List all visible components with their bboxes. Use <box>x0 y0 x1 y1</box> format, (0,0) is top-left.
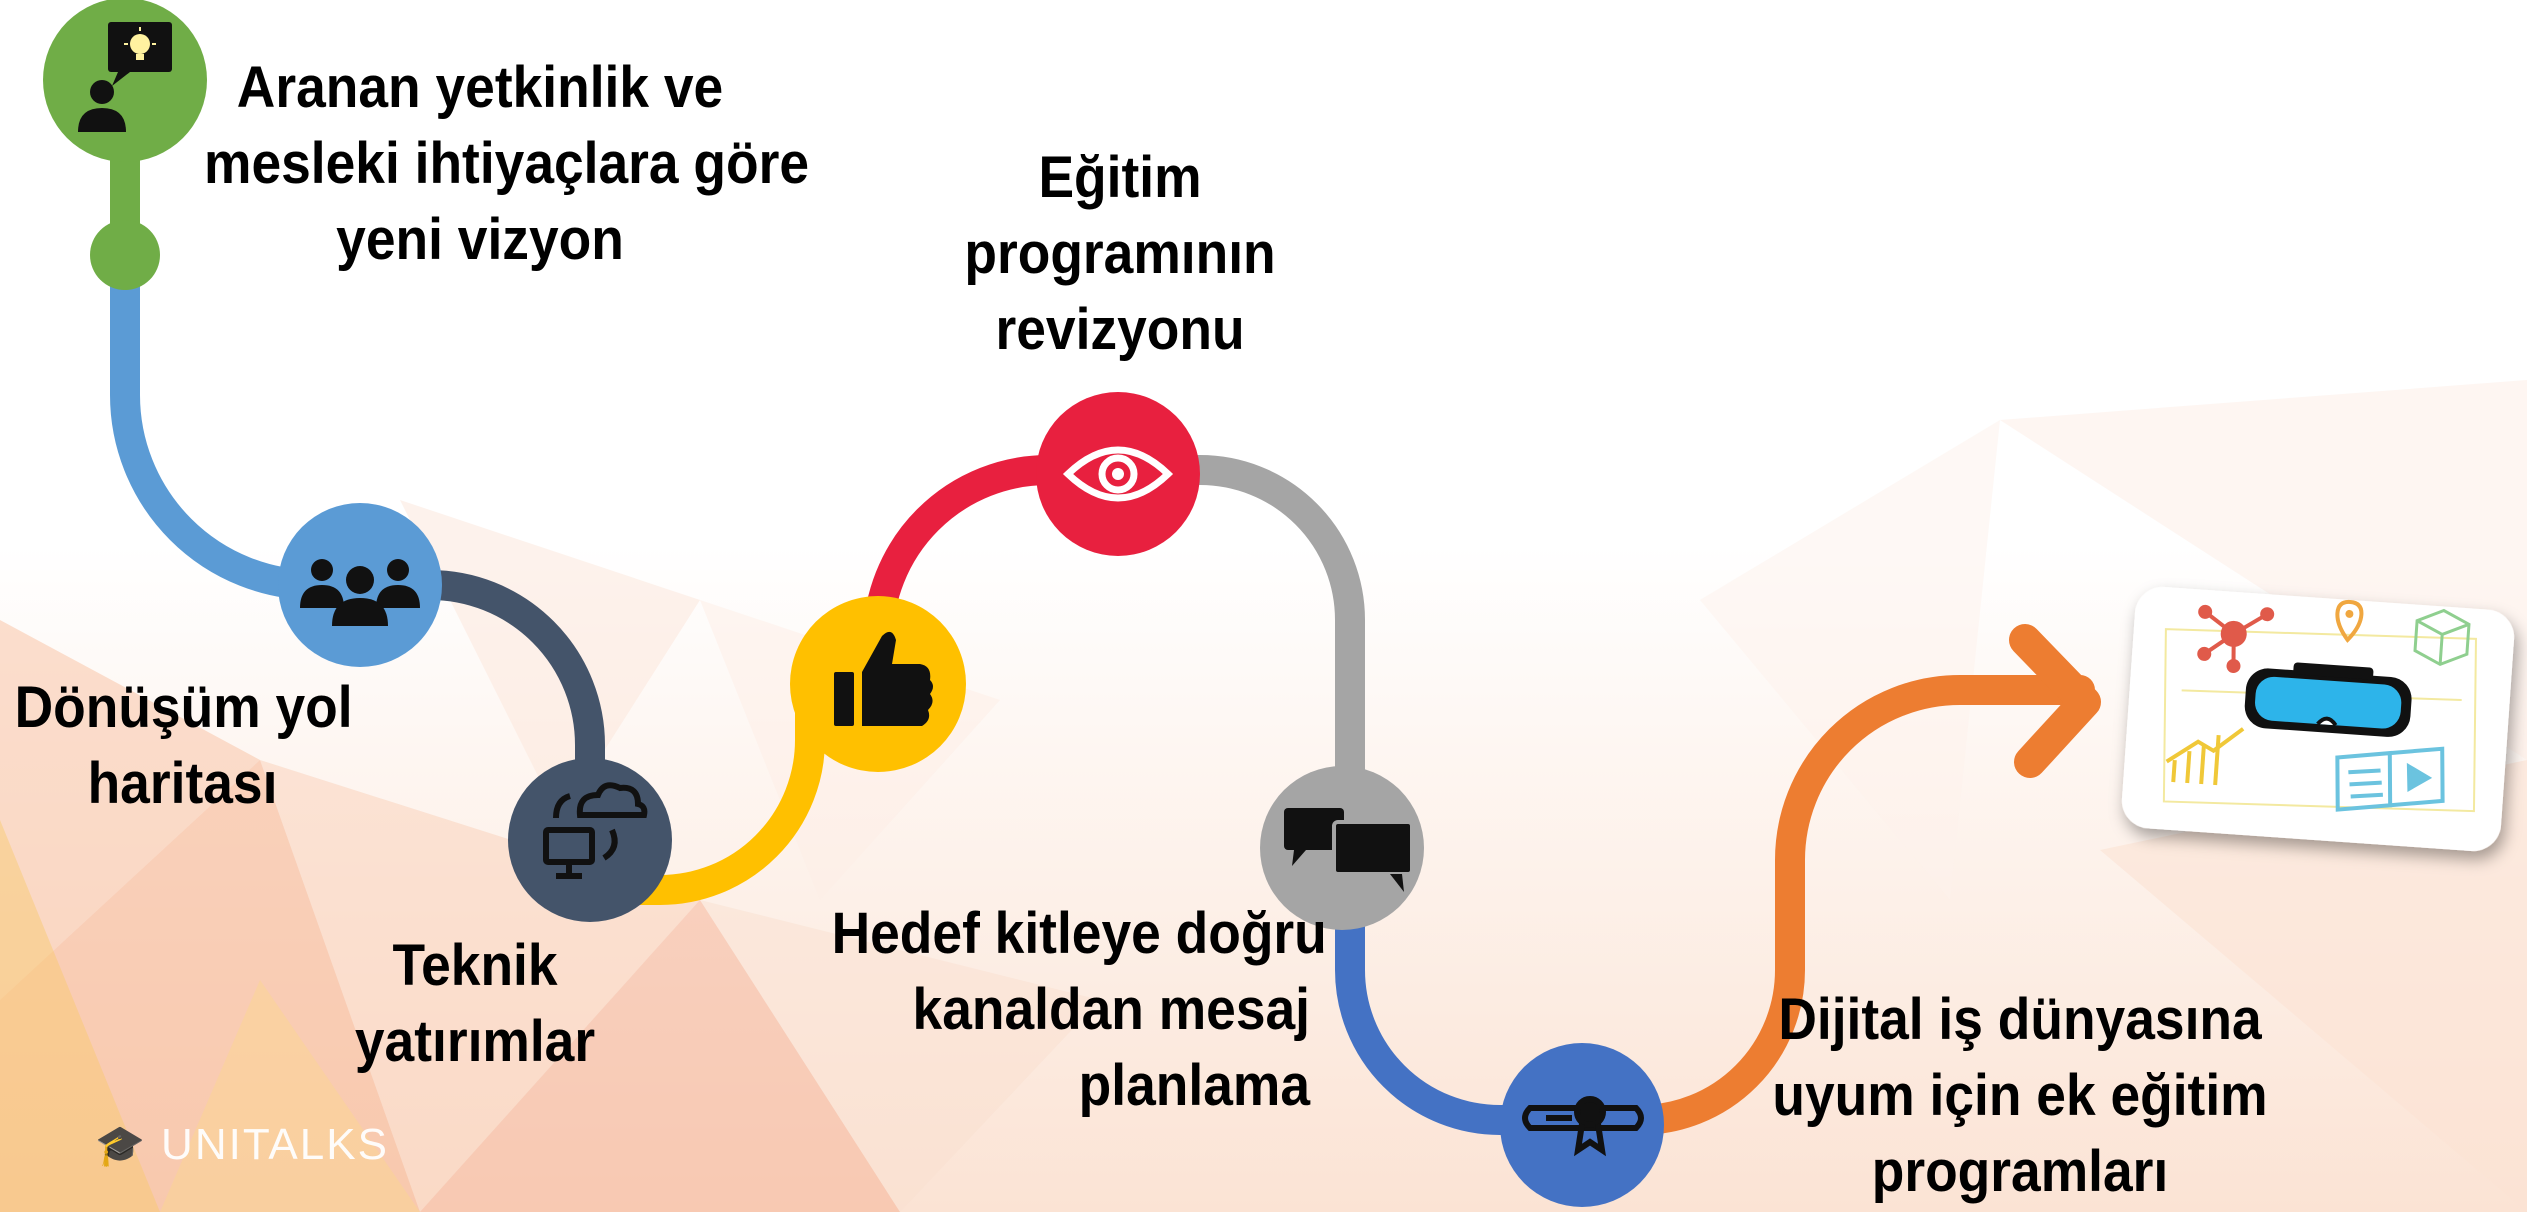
label-line: yatırımlar <box>354 1009 596 1074</box>
road-segment-orange <box>1567 675 2095 1135</box>
road-arrow-head <box>2009 624 2101 778</box>
label-line: Dijital iş dünyasına <box>1778 987 2262 1052</box>
step-extra-training <box>1500 1043 1664 1207</box>
label-line: planlama <box>1078 1053 1310 1118</box>
label-line: programının <box>964 221 1276 286</box>
logo-text: UNITALKS <box>161 1120 389 1169</box>
label-line: Hedef kitleye doğru <box>831 901 1327 966</box>
road-segment-gray <box>1103 455 1365 865</box>
step-approval <box>790 596 966 772</box>
label-line: revizyonu <box>995 297 1245 362</box>
diploma-certificate-icon <box>1522 1096 1644 1157</box>
goal-card <box>2121 586 2515 852</box>
step-message-planning <box>1260 766 1424 930</box>
thumbs-up-icon <box>834 631 933 726</box>
group-users-icon <box>300 559 420 626</box>
step-revision <box>1036 392 1200 556</box>
label-message-planning: Hedef kitleye doğru kanaldan mesaj planl… <box>831 896 1327 1124</box>
eye-icon <box>1062 446 1174 502</box>
step-roadmap <box>278 503 442 667</box>
cloud-computer-sync-icon <box>543 782 648 879</box>
label-vision: Aranan yetkinlik ve mesleki ihtiyaçlara … <box>204 50 810 278</box>
vr-headset-illustration-icon <box>2162 599 2477 813</box>
label-roadmap: Dönüşüm yol haritası <box>14 670 353 822</box>
step-vision <box>43 0 207 290</box>
graduation-cap-icon: 🎓 <box>95 1124 147 1168</box>
road-segment-royal-blue <box>1335 835 1597 1135</box>
label-line: mesleki ihtiyaçlara göre <box>204 131 810 196</box>
person-idea-icon <box>78 22 172 132</box>
label-line: haritası <box>87 751 278 816</box>
label-line: Eğitim <box>1038 145 1202 210</box>
road-segment-slate <box>345 570 605 855</box>
chat-bubbles-icon <box>1284 808 1414 892</box>
label-line: yeni vizyon <box>336 207 624 272</box>
label-technical-investments: Teknik yatırımlar <box>332 928 617 1080</box>
label-line: Dönüşüm yol <box>14 675 353 740</box>
label-line: kanaldan mesaj <box>912 977 1310 1042</box>
label-line: uyum için ek eğitim <box>1772 1063 2268 1128</box>
label-revision: Eğitim programının revizyonu <box>927 140 1313 368</box>
label-line: Teknik <box>392 933 558 998</box>
label-line: programları <box>1871 1139 2169 1204</box>
step-technical-investments <box>508 758 672 922</box>
unitalks-logo: 🎓 UNITALKS <box>95 1120 389 1170</box>
label-extra-training: Dijital iş dünyasına uyum için ek eğitim… <box>1762 982 2277 1210</box>
label-line: Aranan yetkinlik ve <box>236 55 724 120</box>
